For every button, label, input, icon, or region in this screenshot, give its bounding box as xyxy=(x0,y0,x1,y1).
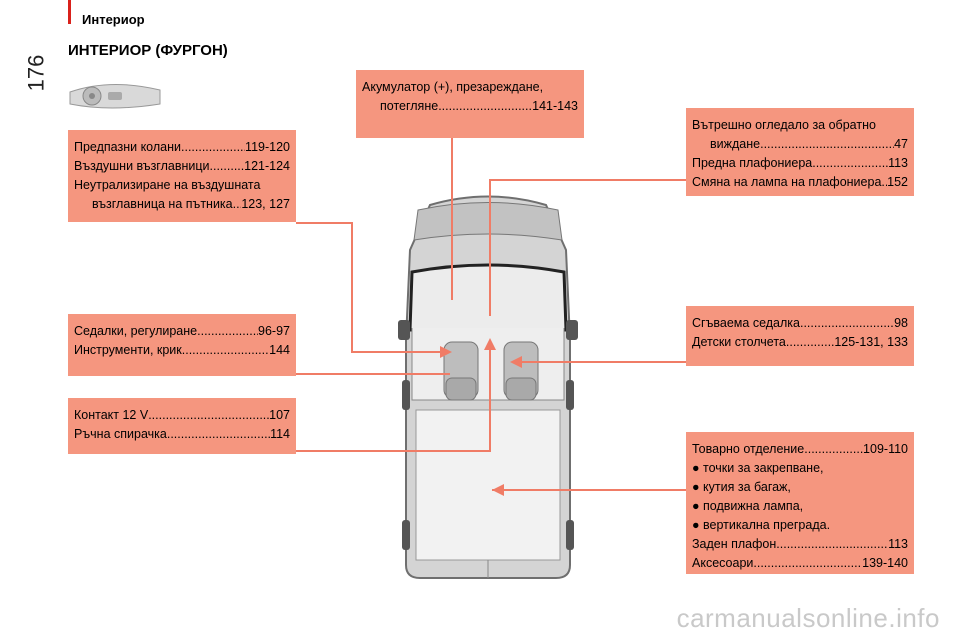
toc-entry[interactable]: Инструменти, крик144 xyxy=(74,341,290,360)
callout-battery: Акумулатор (+), презареждане, потегляне1… xyxy=(356,70,584,138)
toc-entry[interactable]: Предпазни колани119-120 xyxy=(74,138,290,157)
callout-seats: Седалки, регулиране96-97 Инструменти, кр… xyxy=(68,314,296,376)
toc-entry[interactable]: възглавница на пътника123, 127 xyxy=(74,195,290,214)
section-marker-bar xyxy=(68,0,71,24)
toc-entry[interactable]: виждане47 xyxy=(692,135,908,154)
toc-entry[interactable]: Аксесоари139-140 xyxy=(692,554,908,573)
bullet-item: кутия за багаж, xyxy=(692,478,908,497)
toc-entry[interactable]: Товарно отделение109-110 xyxy=(692,440,908,459)
van-top-view-icon xyxy=(398,195,578,579)
callout-folding-seat: Сгъваема седалка98 Детски столчета125-13… xyxy=(686,306,914,366)
leader-lines xyxy=(296,138,686,491)
bullet-item: вертикална преграда. xyxy=(692,516,908,535)
toc-entry-text: Неутрализиране на въздушната xyxy=(74,178,261,192)
watermark: carmanualsonline.info xyxy=(676,603,940,633)
toc-entry[interactable]: Контакт 12 V107 xyxy=(74,406,290,425)
section-label: Интериор xyxy=(82,12,145,27)
toc-entry[interactable]: Смяна на лампа на плафониера152 xyxy=(692,173,908,192)
callout-contact: Контакт 12 V107 Ръчна спирачка114 xyxy=(68,398,296,454)
toc-entry[interactable]: Седалки, регулиране96-97 xyxy=(74,322,290,341)
toc-entry[interactable]: Сгъваема седалка98 xyxy=(692,314,908,333)
dashboard-icon xyxy=(69,84,161,109)
toc-entry-text: Вътрешно огледало за обратно xyxy=(692,118,876,132)
toc-entry[interactable]: Въздушни възглавници121-124 xyxy=(74,157,290,176)
bullet-item: точки за закрепване, xyxy=(692,459,908,478)
toc-entry[interactable]: Детски столчета125-131, 133 xyxy=(692,333,908,352)
page-title: ИНТЕРИОР (ФУРГОН) xyxy=(68,42,228,59)
toc-entry[interactable]: Ръчна спирачка114 xyxy=(74,425,290,444)
toc-entry[interactable]: Предна плафониера113 xyxy=(692,154,908,173)
callout-cargo: Товарно отделение109-110 точки за закреп… xyxy=(686,432,914,574)
leader-arrowheads xyxy=(440,338,522,496)
toc-entry[interactable]: Заден плафон113 xyxy=(692,535,908,554)
callout-mirror: Вътрешно огледало за обратно виждане47 П… xyxy=(686,108,914,196)
callout-seatbelts: Предпазни колани119-120 Въздушни възглав… xyxy=(68,130,296,222)
toc-entry-text: Акумулатор (+), презареждане, xyxy=(362,80,544,94)
bullet-item: подвижна лампа, xyxy=(692,497,908,516)
toc-entry[interactable]: потегляне141-143 xyxy=(362,97,578,116)
